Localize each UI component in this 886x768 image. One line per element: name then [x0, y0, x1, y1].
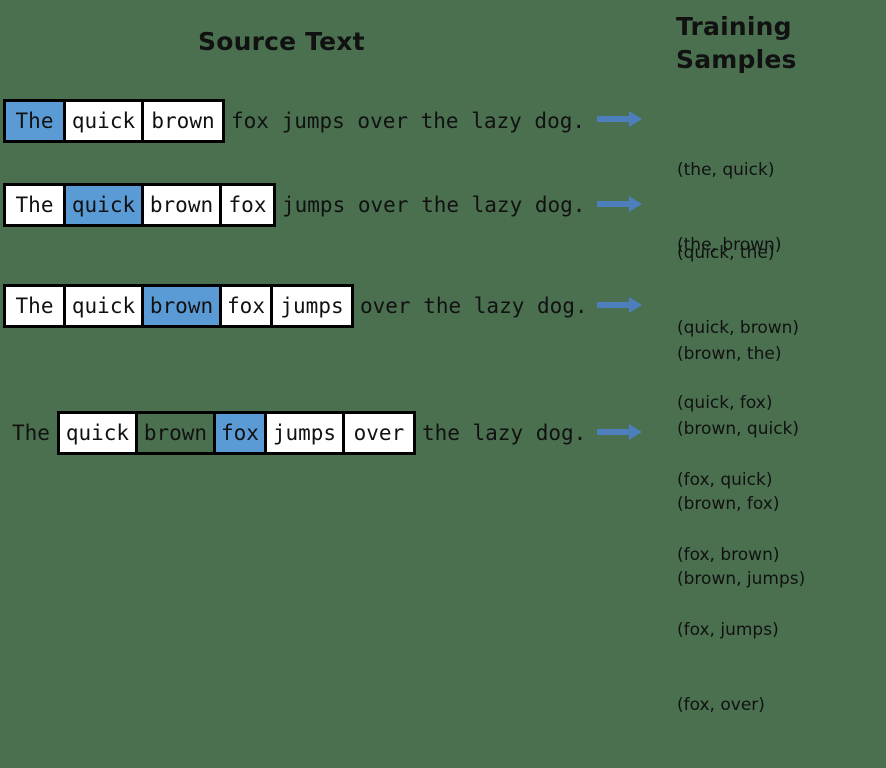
- training-sample-list: (quick, the) (quick, brown) (quick, fox): [677, 191, 799, 466]
- training-sample-item: (brown, quick): [677, 419, 800, 439]
- word-cell-context[interactable]: jumps: [273, 287, 351, 325]
- word-cell-target[interactable]: The: [6, 102, 66, 140]
- training-sample-item: (quick, brown): [677, 318, 800, 338]
- sentence-tail: over the lazy dog.: [360, 294, 588, 318]
- word-cell-target[interactable]: fox: [215, 414, 267, 452]
- window-box-group: The quick brown: [3, 99, 225, 143]
- sentence-tail: the lazy dog.: [421, 421, 587, 445]
- right-arrow-icon: [597, 424, 642, 440]
- right-arrow-icon: [597, 111, 642, 127]
- training-sample-item: (quick, the): [677, 243, 775, 263]
- word-cell-context[interactable]: quick: [66, 287, 144, 325]
- window-box-group: quick brown fox jumps over: [56, 411, 416, 455]
- word-cell-context[interactable]: quick: [66, 102, 144, 140]
- sentence-tail: jumps over the lazy dog.: [282, 193, 586, 217]
- window-box-group: The quick brown fox: [3, 183, 276, 227]
- word-cell-context[interactable]: brown: [144, 102, 222, 140]
- right-arrow-icon: [597, 297, 642, 313]
- word-cell-context[interactable]: brown: [144, 186, 222, 224]
- word-cell-context[interactable]: brown: [138, 414, 216, 452]
- word-cell-context[interactable]: The: [6, 186, 66, 224]
- word-cell-context[interactable]: jumps: [266, 414, 345, 452]
- word-cell-context[interactable]: over: [344, 414, 413, 452]
- sentence-row: The quick brown fox jumps over the lazy …: [3, 183, 585, 227]
- training-sample-item: (fox, brown): [677, 545, 780, 565]
- training-sample-item: (fox, quick): [677, 470, 773, 490]
- training-sample-list: (the, quick) (the, brown): [677, 108, 781, 308]
- sentence-row: The quick brown fox jumps over the lazy …: [3, 284, 588, 328]
- training-title-line-2: Samples: [676, 45, 797, 74]
- training-sample-item: (fox, jumps): [677, 620, 779, 640]
- word-cell-context[interactable]: fox: [222, 186, 273, 224]
- sentence-row: The quick brown fox jumps over the lazy …: [3, 99, 585, 143]
- training-sample-list: (fox, quick) (fox, brown) (fox, jumps) (…: [677, 418, 779, 768]
- word-cell-context[interactable]: The: [6, 287, 66, 325]
- training-sample-item: (brown, fox): [677, 494, 780, 514]
- source-text-title: Source Text: [198, 27, 365, 56]
- word-cell-target[interactable]: quick: [66, 186, 144, 224]
- word-cell-context[interactable]: quick: [59, 414, 138, 452]
- right-arrow-icon: [597, 196, 642, 212]
- training-sample-item: (the, brown): [677, 235, 782, 255]
- training-sample-item: (the, quick): [677, 160, 775, 180]
- word-cell-target[interactable]: brown: [144, 287, 222, 325]
- training-title-line-1: Training: [676, 12, 792, 41]
- sentence-lead: The: [12, 421, 50, 445]
- word-cell-context[interactable]: fox: [222, 287, 273, 325]
- training-sample-item: (brown, the): [677, 344, 782, 364]
- training-sample-item: (fox, over): [677, 695, 765, 715]
- window-box-group: The quick brown fox jumps: [3, 284, 354, 328]
- sentence-tail: fox jumps over the lazy dog.: [231, 109, 586, 133]
- sentence-row: The quick brown fox jumps over the lazy …: [12, 411, 586, 455]
- training-sample-item: (quick, fox): [677, 393, 773, 413]
